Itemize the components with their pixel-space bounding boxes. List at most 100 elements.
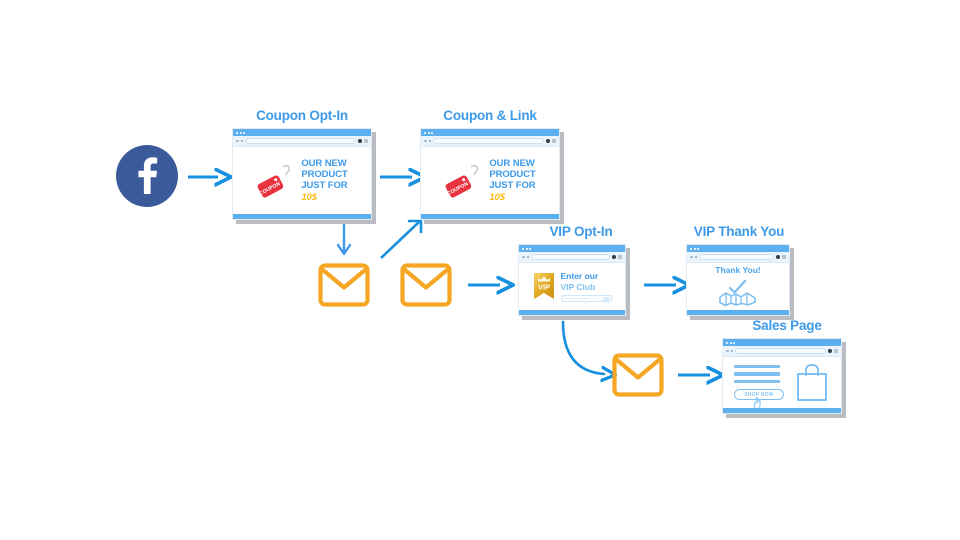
coupon-line-2: PRODUCT (489, 168, 536, 180)
coupon-price: 10$ (301, 192, 317, 204)
titlebar-dot-1 (424, 131, 426, 134)
vip-badge-text: VIP (537, 282, 549, 291)
browser-window-sales-page[interactable]: SHOP NOW (722, 338, 846, 418)
input-placeholder-bar (563, 297, 588, 300)
titlebar-dot-2 (693, 247, 696, 250)
window-body: COUPON OUR NEW PRODUCT JUST FOR 10$ (420, 128, 560, 220)
coupon-price: 10$ (489, 192, 505, 204)
window-content: VIP Enter our VIP Club (519, 263, 625, 310)
titlebar-dot-3 (733, 341, 735, 344)
titlebar-dot-1 (690, 247, 692, 250)
address-bar[interactable] (245, 138, 356, 144)
thank-you-text: Thank You! (715, 264, 761, 275)
browser-toolbar[interactable] (421, 136, 559, 147)
envelope-icon[interactable] (400, 263, 452, 307)
back-icon[interactable] (424, 139, 427, 143)
back-icon[interactable] (236, 139, 239, 143)
window-content: COUPON OUR NEW PRODUCT JUST FOR 10$ (233, 147, 371, 214)
address-bar[interactable] (433, 138, 544, 144)
settings-icon[interactable] (775, 255, 780, 259)
node-title-sales-page: Sales Page (752, 318, 822, 333)
menu-icon[interactable] (551, 138, 556, 144)
window-footer (723, 408, 841, 413)
browser-window-vip-thank-you[interactable]: Thank You! (686, 244, 794, 320)
window-content: COUPON OUR NEW PRODUCT JUST FOR 10$ (421, 147, 559, 214)
back-icon[interactable] (690, 255, 693, 259)
forward-icon[interactable] (730, 349, 733, 353)
envelope-icon[interactable] (318, 263, 370, 307)
browser-window-coupon-and-link[interactable]: COUPON OUR NEW PRODUCT JUST FOR 10$ (420, 128, 564, 224)
titlebar-dot-1 (726, 341, 728, 344)
forward-icon[interactable] (694, 255, 697, 259)
menu-icon[interactable] (781, 254, 786, 260)
text-placeholder-line (734, 379, 780, 384)
titlebar-dot-1 (522, 247, 524, 250)
back-icon[interactable] (522, 255, 525, 259)
menu-icon[interactable] (363, 138, 368, 144)
coupon-headline: OUR NEW PRODUCT JUST FOR 10$ (489, 158, 535, 204)
vip-email-input[interactable] (560, 295, 613, 302)
menu-icon[interactable] (617, 254, 622, 260)
coupon-tag-icon: COUPON (445, 164, 479, 198)
titlebar-dot-2 (427, 131, 430, 134)
coupon-line-1: OUR NEW (301, 157, 347, 169)
window-body: VIP Enter our VIP Club (518, 244, 626, 316)
titlebar-dot-2 (239, 131, 242, 134)
sales-copy-block: SHOP NOW (734, 364, 784, 408)
node-title-coupon-and-link: Coupon & Link (443, 108, 537, 123)
titlebar-dot-1 (236, 131, 238, 134)
browser-window-coupon-opt-in[interactable]: COUPON OUR NEW PRODUCT JUST FOR 10$ (232, 128, 376, 224)
settings-icon[interactable] (611, 255, 616, 259)
node-title-coupon-opt-in: Coupon Opt-In (256, 108, 348, 123)
settings-icon[interactable] (545, 139, 550, 143)
envelope-icon[interactable] (612, 353, 664, 397)
window-content: SHOP NOW (723, 357, 841, 408)
settings-icon[interactable] (357, 139, 362, 143)
address-bar[interactable] (699, 254, 774, 260)
forward-icon[interactable] (240, 139, 243, 143)
menu-icon[interactable] (833, 348, 838, 354)
window-body: Thank You! (686, 244, 790, 316)
titlebar-dot-3 (697, 247, 699, 250)
text-placeholder-line (734, 364, 780, 369)
titlebar-dot-2 (525, 247, 528, 250)
forward-icon[interactable] (428, 139, 431, 143)
window-titlebar (687, 245, 789, 252)
coupon-line-1: OUR NEW (489, 157, 535, 169)
facebook-icon[interactable] (116, 145, 178, 207)
browser-toolbar[interactable] (519, 252, 625, 263)
input-submit-chip[interactable] (602, 296, 610, 301)
vip-badge-icon: VIP (533, 272, 554, 299)
window-titlebar (233, 129, 371, 136)
vip-copy: Enter our VIP Club (560, 271, 613, 302)
settings-icon[interactable] (827, 349, 832, 353)
vip-line-1: Enter our (560, 271, 599, 281)
coupon-line-3: JUST FOR (489, 180, 536, 191)
vip-line-2: VIP Club (560, 282, 596, 292)
address-bar[interactable] (531, 254, 610, 260)
browser-toolbar[interactable] (687, 252, 789, 263)
window-titlebar (421, 129, 559, 136)
window-footer (519, 310, 625, 315)
titlebar-dot-2 (729, 341, 732, 344)
connector-email-1-to-coupon-link (380, 219, 423, 259)
address-bar[interactable] (735, 348, 826, 354)
window-titlebar (723, 339, 841, 346)
window-body: COUPON OUR NEW PRODUCT JUST FOR 10$ (232, 128, 372, 220)
browser-window-vip-opt-in[interactable]: VIP Enter our VIP Club (518, 244, 630, 320)
window-content: Thank You! (687, 263, 789, 310)
back-icon[interactable] (726, 349, 729, 353)
browser-toolbar[interactable] (723, 346, 841, 357)
node-title-vip-opt-in: VIP Opt-In (549, 224, 613, 239)
shop-now-button[interactable]: SHOP NOW (734, 389, 784, 408)
window-footer (687, 310, 789, 315)
coupon-headline: OUR NEW PRODUCT JUST FOR 10$ (301, 158, 347, 204)
shop-now-label: SHOP NOW (744, 391, 774, 398)
handshake-check-icon (719, 279, 756, 306)
connector-coupon-opt-in-to-email-1 (336, 222, 352, 256)
forward-icon[interactable] (526, 255, 529, 259)
browser-toolbar[interactable] (233, 136, 371, 147)
coupon-line-2: PRODUCT (301, 168, 348, 180)
